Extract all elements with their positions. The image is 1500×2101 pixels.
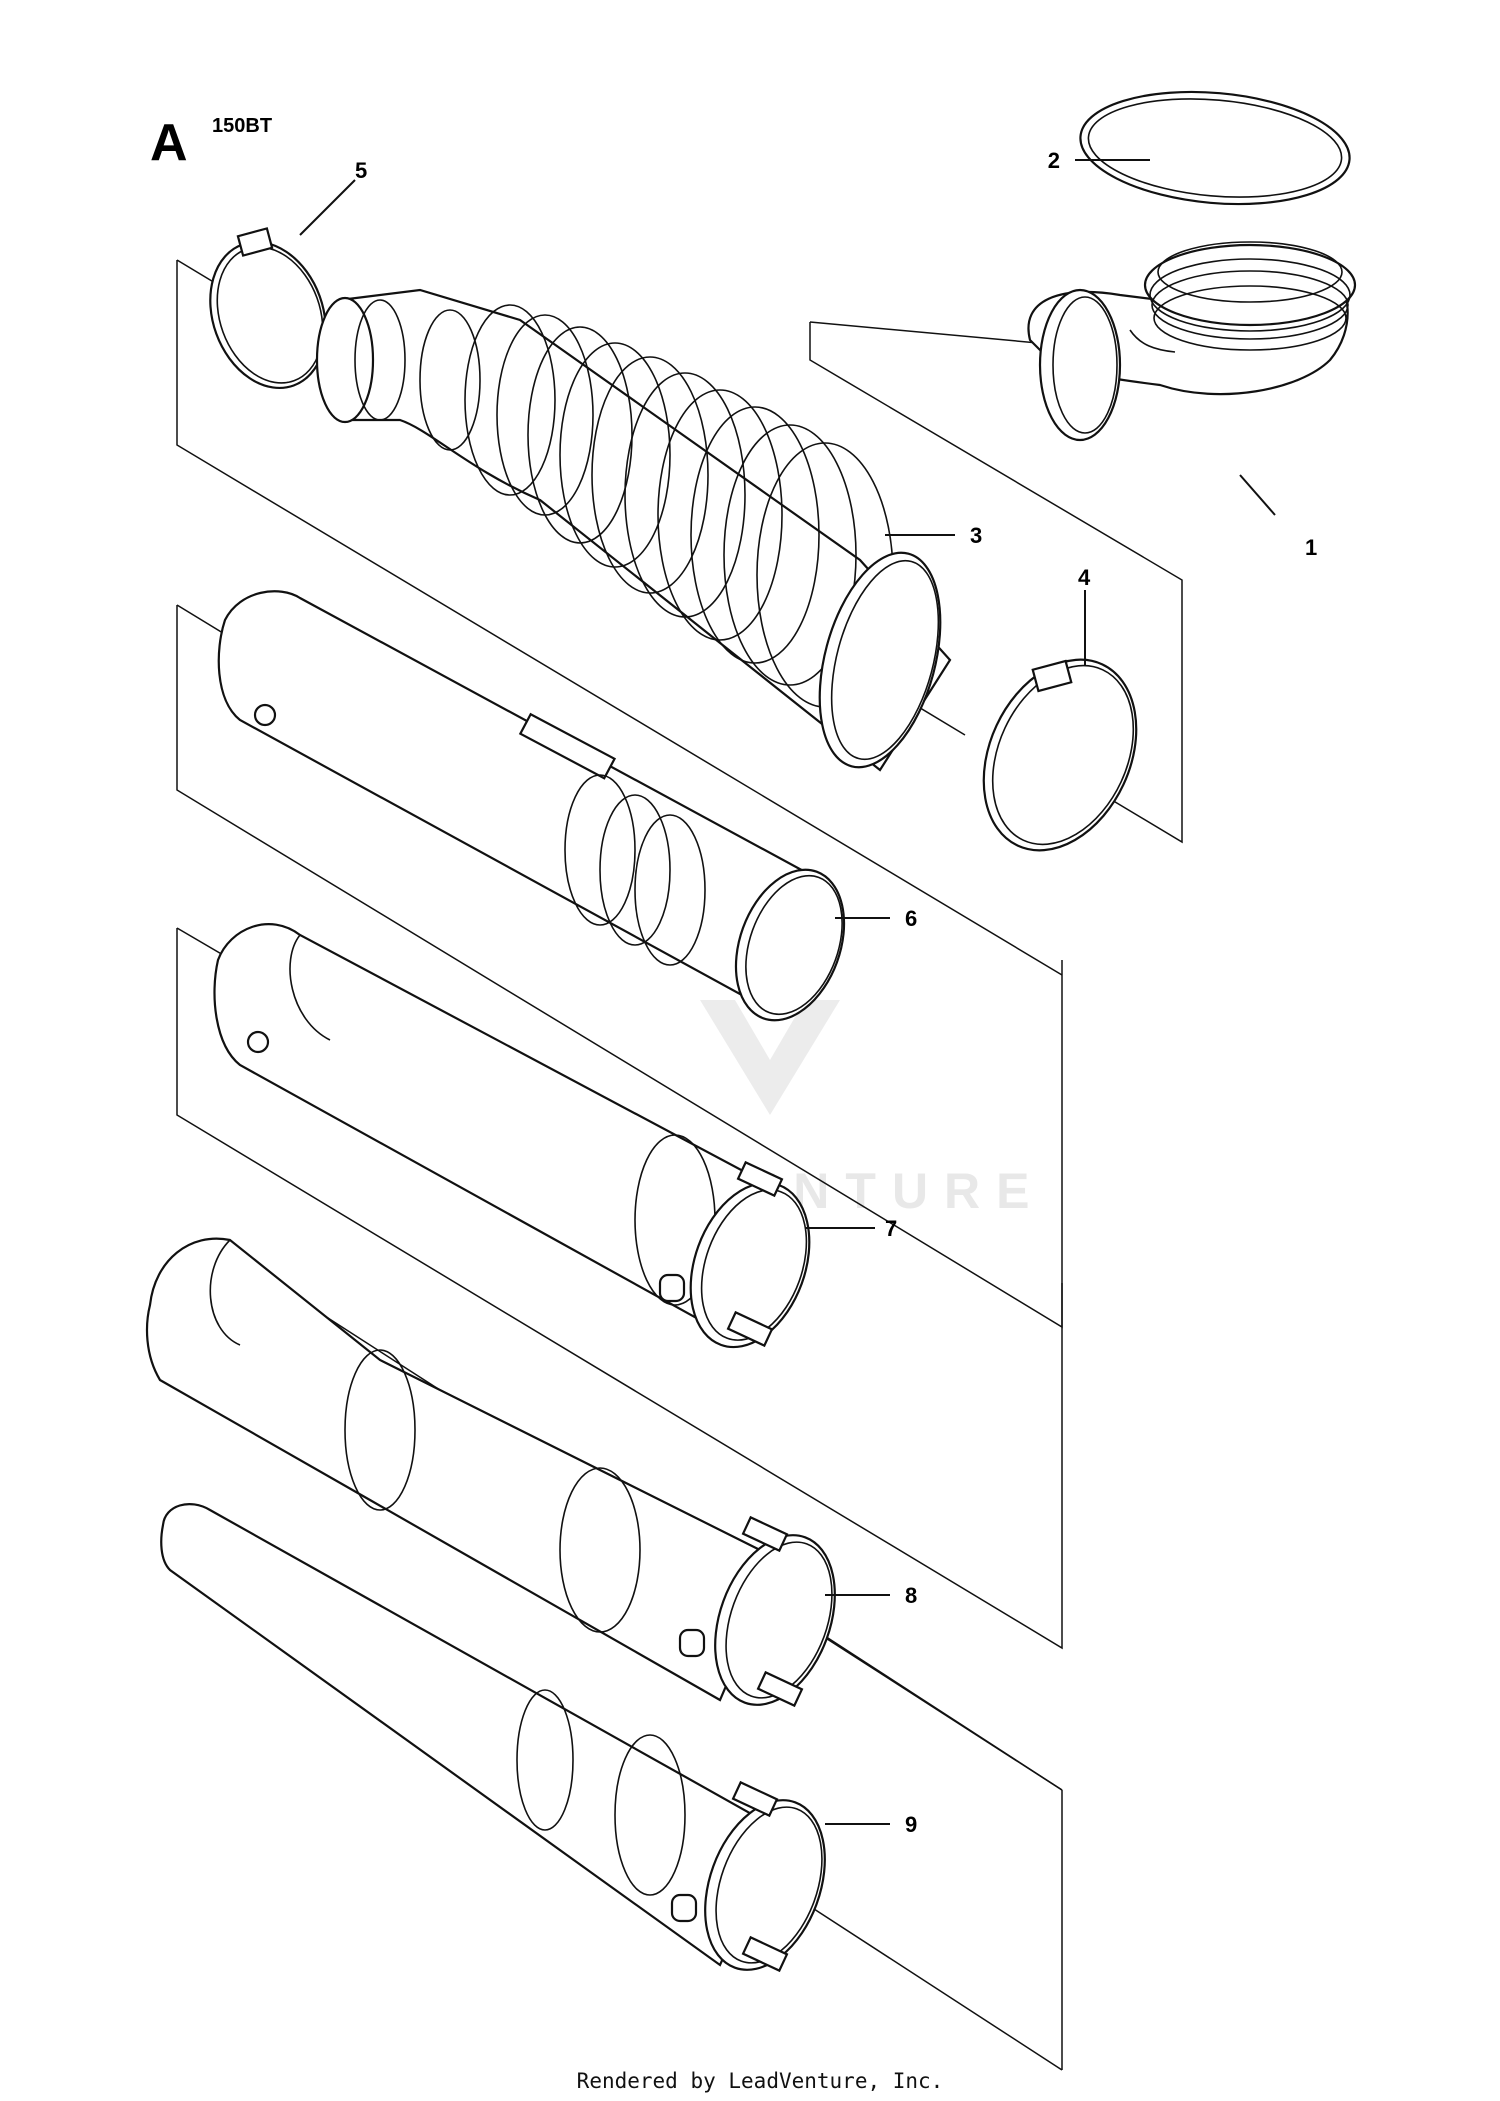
- leader-1: [1239, 474, 1276, 516]
- callout-5: 5: [355, 158, 367, 183]
- section-letter: A: [150, 114, 188, 172]
- part-blower-tube-7: [213, 923, 811, 1349]
- callout-9: 9: [905, 1812, 917, 1837]
- part-o-ring: [1079, 90, 1351, 206]
- part-hose-clamp-4: [982, 658, 1138, 852]
- part-handle-tube: [217, 590, 846, 1022]
- model-label: 150BT: [212, 115, 272, 137]
- leader-5: [299, 179, 356, 236]
- callout-labels: 2 1 5 3 4 6 7 8 9: [355, 148, 1317, 1837]
- part-elbow: [1027, 241, 1357, 442]
- callout-7: 7: [885, 1216, 897, 1241]
- leader-lines: [299, 159, 1276, 1825]
- callout-6: 6: [905, 906, 917, 931]
- part-nozzle: [160, 1503, 826, 1973]
- callout-2: 2: [1048, 148, 1060, 173]
- callout-4: 4: [1078, 565, 1091, 590]
- callout-1: 1: [1305, 535, 1317, 560]
- callout-3: 3: [970, 523, 982, 548]
- footer-credit: Rendered by LeadVenture, Inc.: [577, 2069, 944, 2093]
- part-flexible-hose: [315, 288, 952, 772]
- part-hose-clamp-5: [209, 227, 327, 390]
- part-blower-tube-8: [145, 1237, 836, 1708]
- callout-8: 8: [905, 1583, 917, 1608]
